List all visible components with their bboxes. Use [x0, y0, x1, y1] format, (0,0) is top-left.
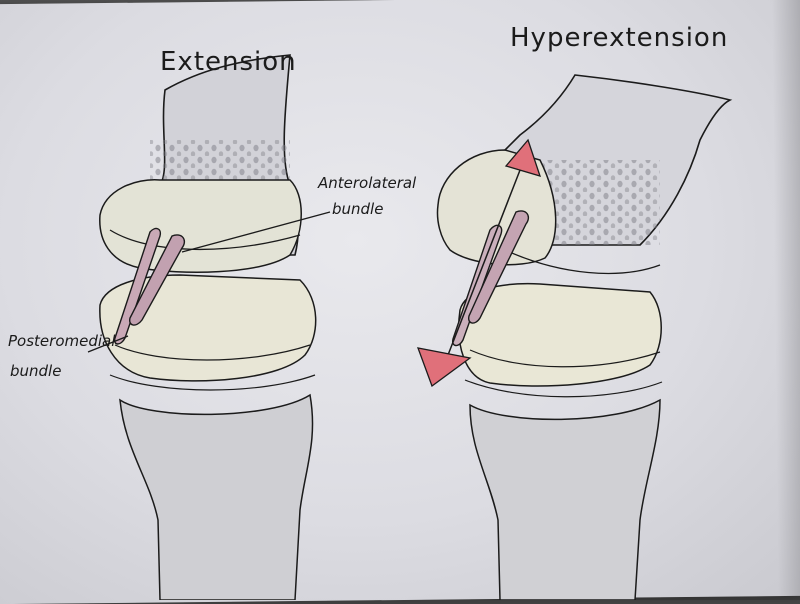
meniscus-line-right — [469, 349, 661, 368]
stretch-arrow-shaft — [447, 164, 523, 356]
posteromedial-label-line1: Posteromedial — [8, 332, 116, 350]
femoral-condyle-left — [99, 179, 302, 273]
joint-line-left — [109, 374, 316, 391]
meniscus-line-left — [114, 344, 311, 361]
tibia-right — [469, 398, 661, 600]
anterolateral-label-line2: bundle — [332, 200, 383, 218]
anterolateral-bundle-right — [467, 210, 530, 324]
anterolateral-label-line1: Anterolateral — [317, 174, 417, 192]
tibial-plateau-right — [458, 282, 662, 387]
anterolateral-bundle-left — [128, 234, 186, 326]
hyperextension-panel: Hyperextension — [416, 23, 733, 600]
condyle-contour-right — [504, 249, 661, 275]
stretch-arrow-head-down — [416, 347, 472, 388]
hyperextension-title: Hyperextension — [510, 23, 728, 53]
extension-title: Extension — [160, 47, 297, 77]
anterolateral-leader — [181, 211, 331, 253]
tibia-left — [119, 393, 314, 600]
joint-line-right — [464, 379, 663, 398]
posteromedial-leader — [87, 335, 129, 353]
posteromedial-label-line2: bundle — [10, 362, 61, 380]
extension-panel: Extension Anterolateral bundle Posterome… — [8, 47, 417, 600]
femoral-condyle-right — [436, 149, 557, 266]
stretch-arrow-head-up — [504, 138, 542, 177]
